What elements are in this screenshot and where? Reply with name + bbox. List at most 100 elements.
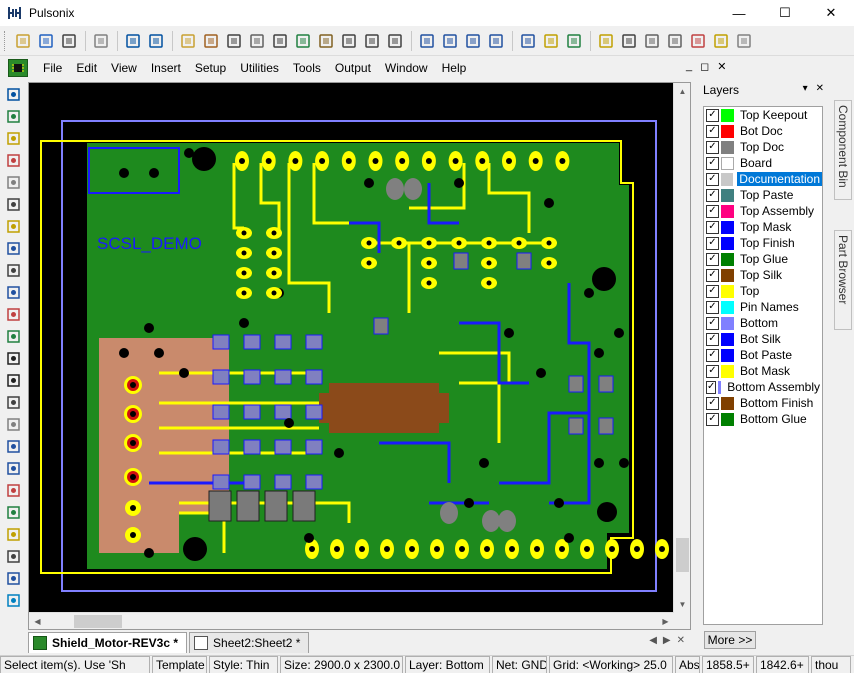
eraser-icon[interactable] [687,30,709,52]
layer-row-top-silk[interactable]: ✓Top Silk [704,267,822,283]
new-icon[interactable] [12,30,34,52]
minimize-button[interactable]: — [732,5,746,21]
layer-visibility-checkbox[interactable]: ✓ [706,316,719,330]
scroll-left-arrow-icon[interactable]: ◀ [34,617,41,626]
select-icon[interactable] [517,30,539,52]
pcb-canvas[interactable]: SCSL_DEMO [29,83,674,613]
add-pad-icon[interactable] [2,150,24,171]
layer-row-bottom-finish[interactable]: ✓Bottom Finish [704,395,822,411]
netlist-icon[interactable] [269,30,291,52]
menu-view[interactable]: View [111,61,137,75]
tools-icon[interactable] [223,30,245,52]
mdi-minimize-button[interactable]: _ [686,60,693,72]
layer-row-top-paste[interactable]: ✓Top Paste [704,187,822,203]
layer-visibility-checkbox[interactable]: ✓ [706,124,719,138]
tab-scroll-left-icon[interactable]: ◀ [649,635,657,646]
redo-icon[interactable] [145,30,167,52]
layer-color-swatch[interactable] [721,140,734,154]
close-button[interactable]: ✕ [825,5,837,20]
list-icon[interactable] [361,30,383,52]
pcb-document-icon[interactable] [8,59,28,77]
layer-row-documentation[interactable]: ✓Documentation [704,171,822,187]
layer-visibility-checkbox[interactable]: ✓ [706,220,719,234]
add-region-icon[interactable] [2,194,24,215]
add-board-icon[interactable] [2,238,24,259]
layer-visibility-checkbox[interactable]: ✓ [706,252,719,266]
open-icon[interactable] [35,30,57,52]
wand-icon[interactable] [315,30,337,52]
layer-row-top-doc[interactable]: ✓Top Doc [704,139,822,155]
add-template-icon[interactable] [2,216,24,237]
calculator-icon[interactable] [618,30,640,52]
tab-close-icon[interactable]: ✕ [676,635,685,646]
mdi-restore-button[interactable]: ◻ [700,61,710,73]
select-alt-icon[interactable] [540,30,562,52]
layer-visibility-checkbox[interactable]: ✓ [706,172,719,186]
panel-pin-icon[interactable]: ▾ [802,83,808,94]
zoom-window-icon[interactable] [416,30,438,52]
layer-color-swatch[interactable] [721,364,734,378]
maximize-button[interactable]: ☐ [779,5,791,20]
layer-row-bot-silk[interactable]: ✓Bot Silk [704,331,822,347]
add-router-icon[interactable] [2,436,24,457]
add-track-icon[interactable] [2,260,24,281]
layer-color-swatch[interactable] [721,316,734,330]
layer-row-top-finish[interactable]: ✓Top Finish [704,235,822,251]
lock-icon[interactable] [710,30,732,52]
unlock-icon[interactable] [733,30,755,52]
layer-visibility-checkbox[interactable]: ✓ [706,412,719,426]
menu-file[interactable]: File [43,61,63,75]
report-icon[interactable] [338,30,360,52]
layer-visibility-checkbox[interactable]: ✓ [706,284,719,298]
menu-utilities[interactable]: Utilities [240,61,279,75]
layer-visibility-checkbox[interactable]: ✓ [706,364,719,378]
layer-row-bot-doc[interactable]: ✓Bot Doc [704,123,822,139]
layer-row-top-keepout[interactable]: ✓Top Keepout [704,107,822,123]
image-icon[interactable] [292,30,314,52]
layer-color-swatch[interactable] [721,348,734,362]
layer-color-swatch[interactable] [721,252,734,266]
move-icon[interactable] [563,30,585,52]
layer-visibility-checkbox[interactable]: ✓ [706,140,719,154]
ruler-icon[interactable] [595,30,617,52]
undo-icon[interactable] [122,30,144,52]
add-rule-icon[interactable] [2,502,24,523]
layer-row-top-glue[interactable]: ✓Top Glue [704,251,822,267]
layer-visibility-checkbox[interactable]: ✓ [706,108,719,122]
add-teardrop-icon[interactable] [2,480,24,501]
document-icon[interactable] [384,30,406,52]
scroll-up-arrow-icon[interactable]: ▲ [678,87,687,96]
layer-color-swatch[interactable] [721,396,734,410]
scroll-right-arrow-icon[interactable]: ▶ [662,617,669,626]
layer-visibility-checkbox[interactable]: ✓ [706,380,717,394]
layer-visibility-checkbox[interactable]: ✓ [706,236,719,250]
zoom-out-icon[interactable] [485,30,507,52]
layer-visibility-checkbox[interactable]: ✓ [706,204,719,218]
tab-part-browser[interactable]: Part Browser [834,230,852,330]
layer-row-bottom[interactable]: ✓Bottom [704,315,822,331]
add-via-icon[interactable] [2,304,24,325]
zoom-in-icon[interactable] [462,30,484,52]
layer-color-swatch[interactable] [721,268,734,282]
add-jumper-icon[interactable] [2,326,24,347]
menu-help[interactable]: Help [441,61,467,75]
add-probe-icon[interactable] [2,568,24,589]
book-icon[interactable] [200,30,222,52]
layer-row-bot-paste[interactable]: ✓Bot Paste [704,347,822,363]
layer-color-swatch[interactable] [720,172,734,186]
add-testpoint-icon[interactable] [2,370,24,391]
menu-tools[interactable]: Tools [292,61,321,75]
toolbar-grip[interactable] [4,30,8,51]
layer-color-swatch[interactable] [721,236,734,250]
vertical-scroll-thumb[interactable] [676,538,689,572]
horizontal-scrollbar[interactable]: ◀ ▶ [29,612,674,629]
scroll-down-arrow-icon[interactable]: ▼ [678,600,687,609]
layer-visibility-checkbox[interactable]: ✓ [706,396,719,410]
layer-color-swatch[interactable] [721,220,734,234]
layer-color-swatch[interactable] [721,188,734,202]
add-highlight-icon[interactable] [2,524,24,545]
folder-icon[interactable] [177,30,199,52]
layer-visibility-checkbox[interactable]: ✓ [706,348,719,362]
panel-close-icon[interactable]: ✕ [815,83,824,94]
zoom-previous-icon[interactable] [439,30,461,52]
